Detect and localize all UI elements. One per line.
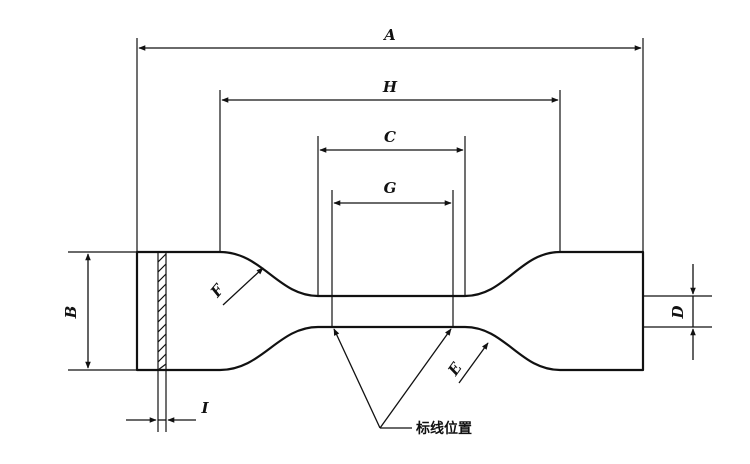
extension-lines (68, 38, 712, 432)
label-g: G (384, 179, 397, 197)
label-f: F (206, 280, 228, 302)
radius-e-leader (458, 342, 489, 384)
label-e: E (444, 359, 466, 380)
specimen-outline (135, 250, 645, 372)
gauge-mark-callout: 标线位置 (415, 420, 472, 437)
label-i: I (200, 399, 209, 417)
radius-f-leader (222, 267, 264, 306)
gauge-mark-leaders (333, 328, 452, 429)
label-h: H (382, 78, 398, 96)
label-c: C (384, 128, 396, 146)
label-b: B (62, 306, 80, 320)
clamp-strip (157, 252, 167, 371)
label-d: D (669, 305, 687, 319)
label-a: A (382, 26, 396, 44)
